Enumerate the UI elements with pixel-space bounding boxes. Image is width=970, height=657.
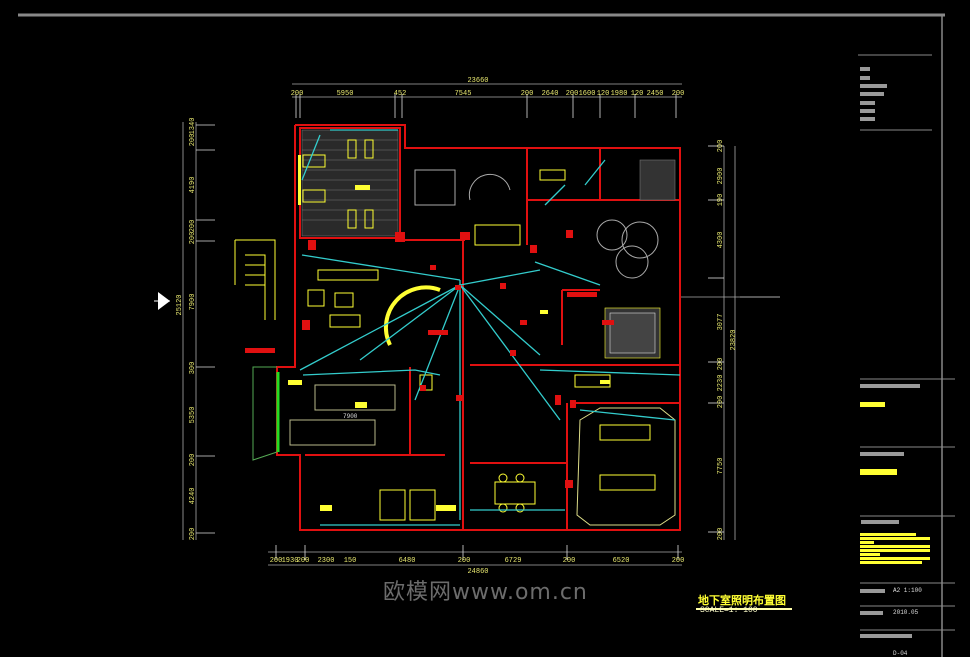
dimension-lines [182, 83, 760, 566]
dimension-label: 4300 [717, 232, 725, 249]
dimension-label: 2640 [542, 90, 559, 98]
north-arrow-icon [154, 292, 170, 310]
dimension-label: 6480 [399, 557, 416, 565]
dimension-label: 7545 [455, 90, 472, 98]
dimension-label: 190 [717, 194, 725, 207]
dimension-label: 200 [521, 90, 534, 98]
dimension-label: 2230 [717, 375, 725, 392]
dimension-label: 1600 [579, 90, 596, 98]
bottom-overall-dimension: 24860 [467, 568, 488, 576]
dimension-label: 200 [672, 90, 685, 98]
dimension-label: 2450 [647, 90, 664, 98]
dimension-label: 200 [189, 528, 197, 541]
dimension-label: 300 [189, 362, 197, 375]
dimension-label: 200 [566, 90, 579, 98]
dimension-label: 7750 [717, 458, 725, 475]
dimension-label: 200 [563, 557, 576, 565]
dimension-label: 1340 [189, 118, 197, 135]
dimension-label: 6729 [505, 557, 522, 565]
exterior-stair [234, 239, 276, 320]
dimension-label: 200 [458, 557, 471, 565]
floor-plan: 7900 [234, 124, 780, 531]
dimension-label: 200 [189, 454, 197, 467]
dimension-label: 200 [717, 396, 725, 409]
dimension-label: 4240 [189, 488, 197, 505]
garage: 7900 [252, 366, 358, 461]
dimension-label: 5950 [337, 90, 354, 98]
dimension-labels: 23660 200 5950 452 7545 200 2640 200 160… [176, 77, 738, 576]
dimension-label: 200 [717, 140, 725, 153]
dimension-label: 120 [631, 90, 644, 98]
dimension-label: 200 [189, 134, 197, 147]
dimension-label: 5350 [189, 407, 197, 424]
dimension-label: 7900 [189, 294, 197, 311]
sheet-scale: A2 1:100 [893, 587, 922, 594]
light-fixtures [245, 230, 614, 488]
dimension-label: 200 [717, 358, 725, 371]
left-overall-dimension: 25120 [176, 294, 184, 315]
top-overall-dimension: 23660 [467, 77, 488, 85]
dimension-label: 200 [672, 557, 685, 565]
watermark: 欧模网www.om.cn [383, 580, 588, 605]
dimension-label: 2900 [717, 168, 725, 185]
dimension-label: 1930 [282, 557, 299, 565]
dimension-label: 200 [270, 557, 283, 565]
dimension-label: 200 [189, 232, 197, 245]
drawing-date: 2010.05 [893, 609, 919, 616]
labels-blocks [288, 155, 610, 511]
walls [276, 124, 681, 531]
dimension-label: 200 [297, 557, 310, 565]
dimension-label: 6520 [613, 557, 630, 565]
sheet-number: D-04 [893, 650, 908, 657]
dimension-label: 150 [344, 557, 357, 565]
dimension-label: 452 [394, 90, 407, 98]
title-block [860, 67, 955, 638]
dimension-label: 200 [717, 528, 725, 541]
garage-dimension: 7900 [343, 413, 358, 420]
dimension-label: 2300 [318, 557, 335, 565]
dimension-label: 200 [291, 90, 304, 98]
dimension-label: 200 [189, 220, 197, 233]
furniture [289, 139, 676, 526]
dimension-label: 120 [597, 90, 610, 98]
dimension-label: 4190 [189, 177, 197, 194]
drawing-frame [18, 13, 945, 657]
right-overall-dimension: 23820 [730, 329, 738, 350]
dimension-label: 3077 [717, 314, 725, 331]
dimension-label: 1980 [611, 90, 628, 98]
drawing-scale: SCALE=1: 100 [700, 606, 758, 615]
drawing-title: 地下室照明布置图 [696, 592, 792, 610]
